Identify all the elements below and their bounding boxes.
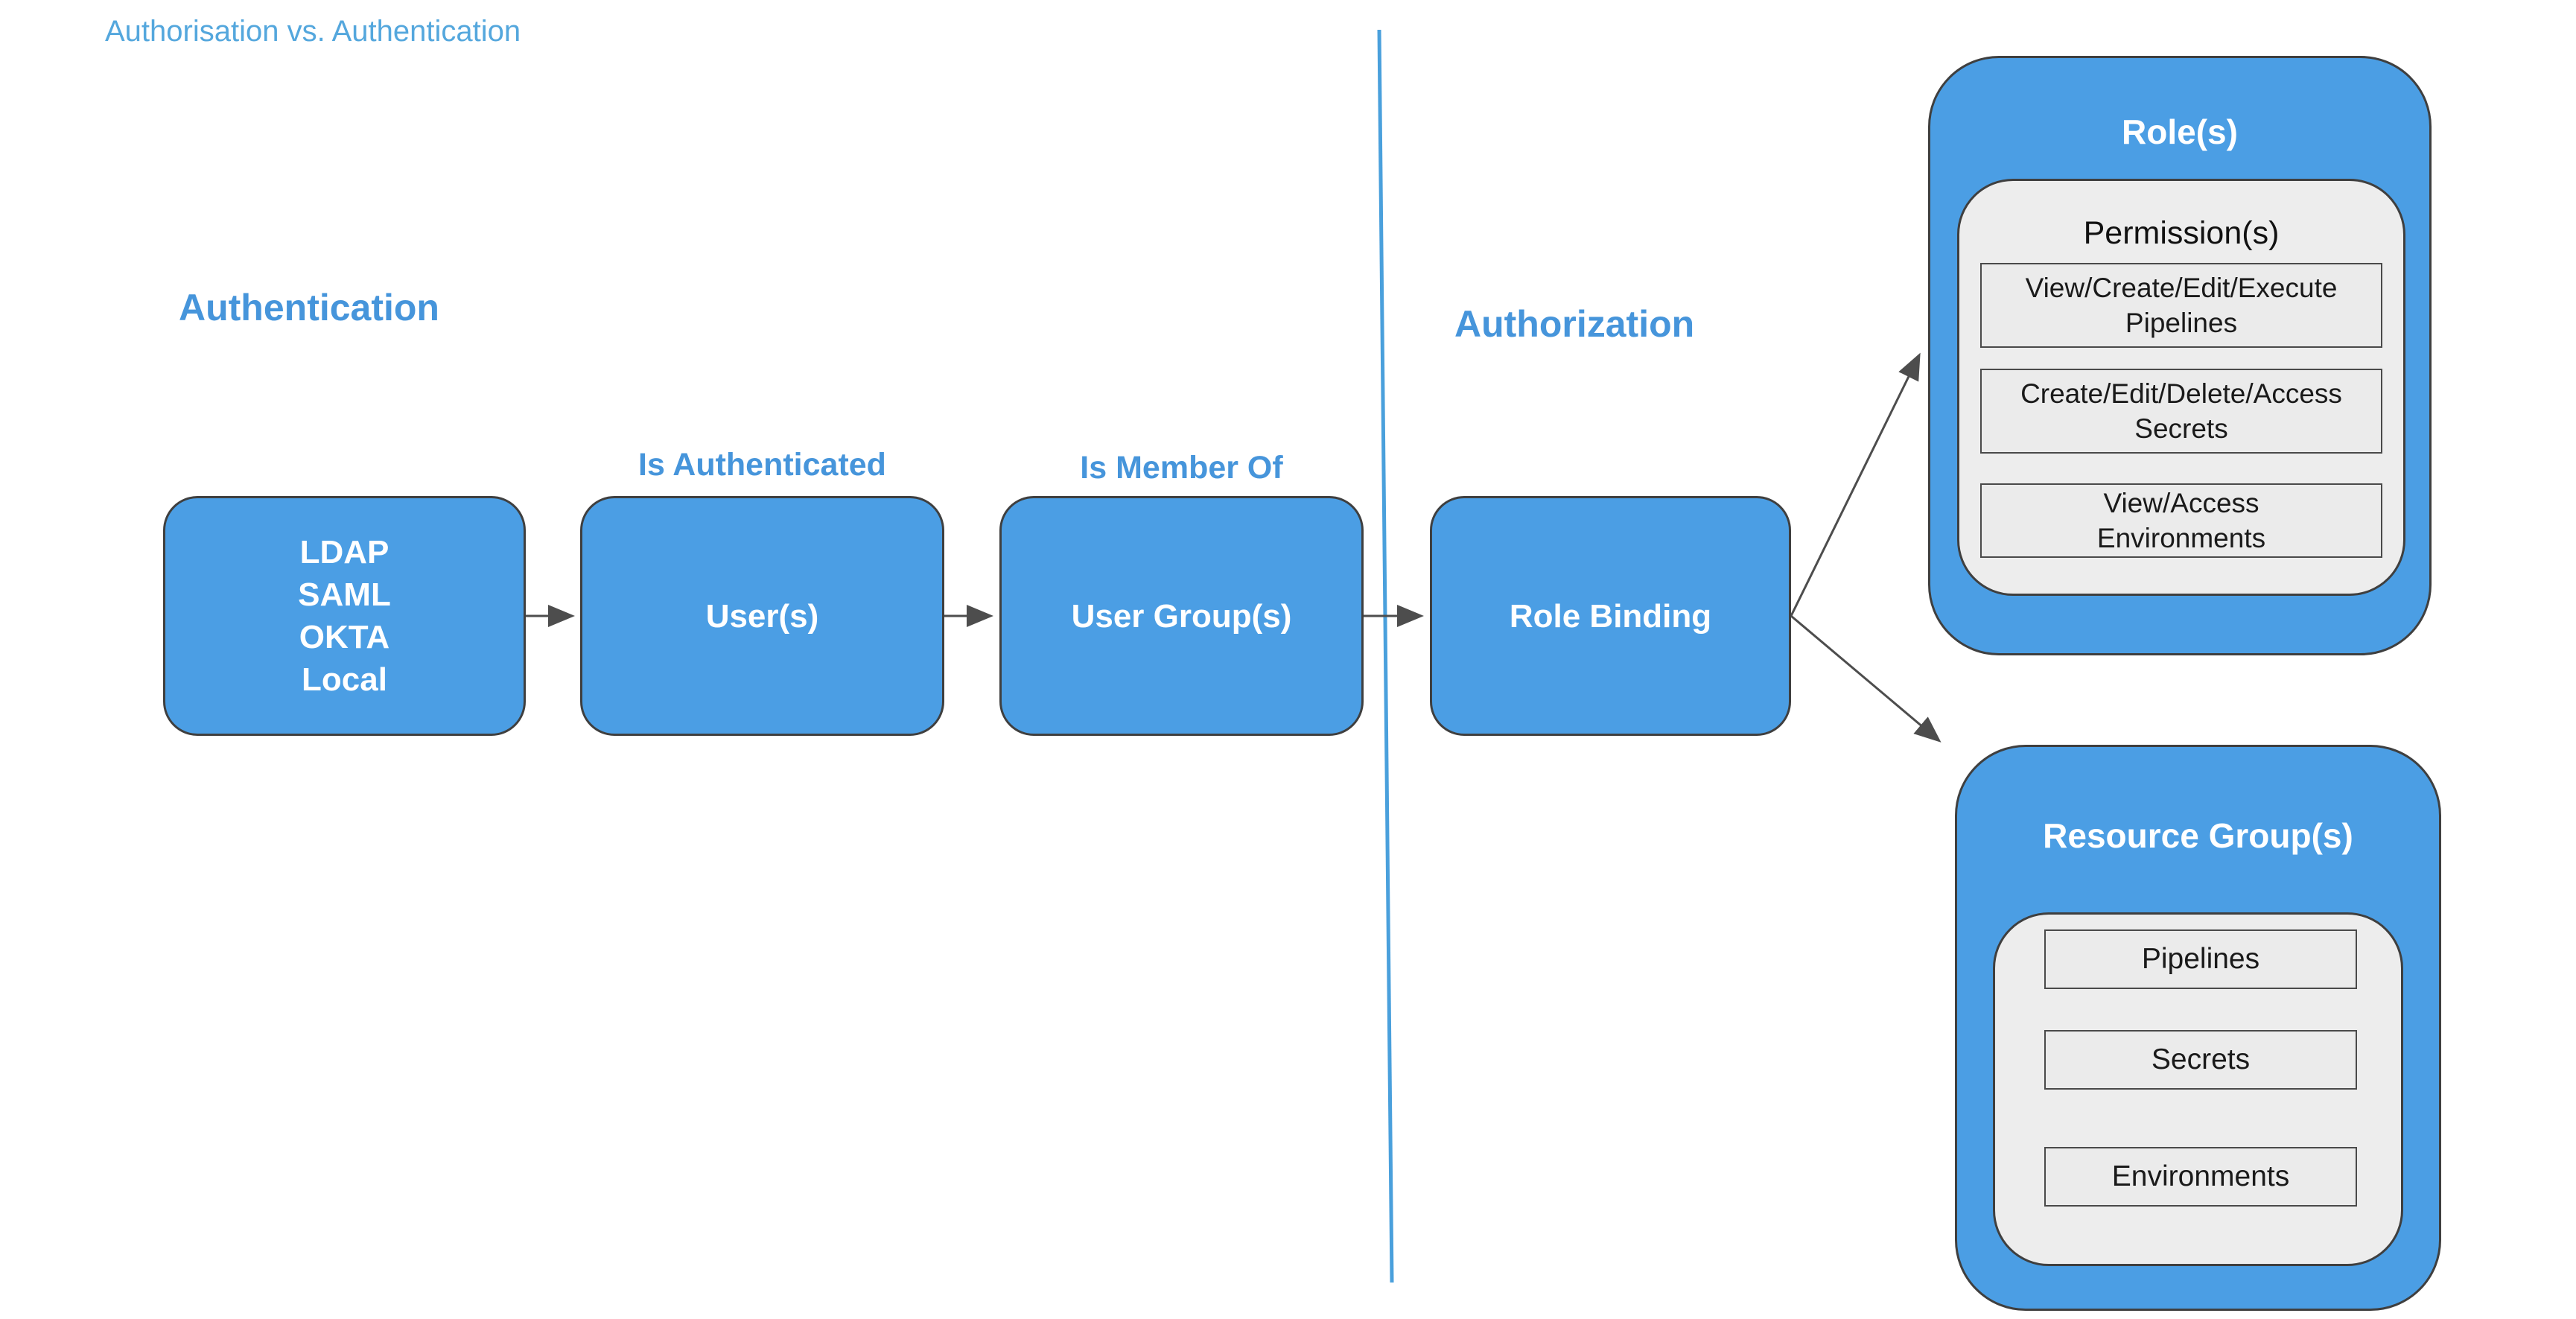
node-user-groups: User Group(s) — [999, 496, 1364, 736]
resource-box-environments: Environments — [2044, 1147, 2357, 1207]
node-role-binding-label: Role Binding — [1509, 597, 1712, 635]
node-role-binding: Role Binding — [1430, 496, 1791, 736]
permission-box-secrets: Create/Edit/Delete/Access Secrets — [1980, 369, 2382, 454]
resource-secrets-label: Secrets — [2151, 1043, 2251, 1075]
permission-box-pipelines: View/Create/Edit/Execute Pipelines — [1980, 263, 2382, 348]
permission-box-environments: View/Access Environments — [1980, 483, 2382, 558]
node-users-label: User(s) — [705, 597, 819, 635]
node-users: User(s) — [580, 496, 944, 736]
arrow-role-binding-to-resource-groups — [1790, 614, 1941, 743]
auth-method-local: Local — [302, 661, 387, 698]
permissions-panel: Permission(s) View/Create/Edit/Execute P… — [1957, 179, 2405, 596]
permission-secrets-line2: Secrets — [2134, 413, 2228, 444]
permission-environments-line1: View/Access — [2103, 488, 2259, 518]
edge-label-is-authenticated: Is Authenticated — [638, 447, 886, 483]
permission-pipelines-line1: View/Create/Edit/Execute — [2025, 273, 2338, 303]
auth-method-ldap: LDAP — [299, 534, 389, 570]
node-auth-methods: LDAP SAML OKTA Local — [163, 496, 526, 736]
auth-method-okta: OKTA — [299, 619, 390, 655]
authentication-heading: Authentication — [179, 287, 439, 328]
resource-groups-container: Resource Group(s) Pipelines Secrets Envi… — [1955, 745, 2441, 1311]
roles-title: Role(s) — [2122, 112, 2238, 151]
node-user-groups-label: User Group(s) — [1071, 597, 1292, 635]
resource-groups-title: Resource Group(s) — [2043, 816, 2353, 855]
permission-environments-line2: Environments — [2096, 523, 2266, 553]
edge-label-is-member-of: Is Member Of — [1080, 450, 1283, 486]
roles-container: Role(s) Permission(s) View/Create/Edit/E… — [1928, 56, 2432, 655]
section-divider-line — [1377, 29, 1394, 1283]
resource-groups-panel: Pipelines Secrets Environments — [1993, 912, 2403, 1266]
page-title: Authorisation vs. Authentication — [105, 15, 521, 48]
resource-pipelines-label: Pipelines — [2141, 943, 2260, 975]
resource-environments-label: Environments — [2111, 1160, 2290, 1192]
permissions-heading: Permission(s) — [2083, 215, 2280, 251]
authorization-heading: Authorization — [1454, 303, 1695, 345]
permission-secrets-line1: Create/Edit/Delete/Access — [2020, 378, 2342, 409]
arrow-role-binding-to-roles — [1790, 352, 1921, 617]
resource-box-pipelines: Pipelines — [2044, 929, 2357, 989]
auth-method-saml: SAML — [298, 576, 391, 613]
resource-box-secrets: Secrets — [2044, 1030, 2357, 1090]
permission-pipelines-line2: Pipelines — [2125, 308, 2238, 338]
